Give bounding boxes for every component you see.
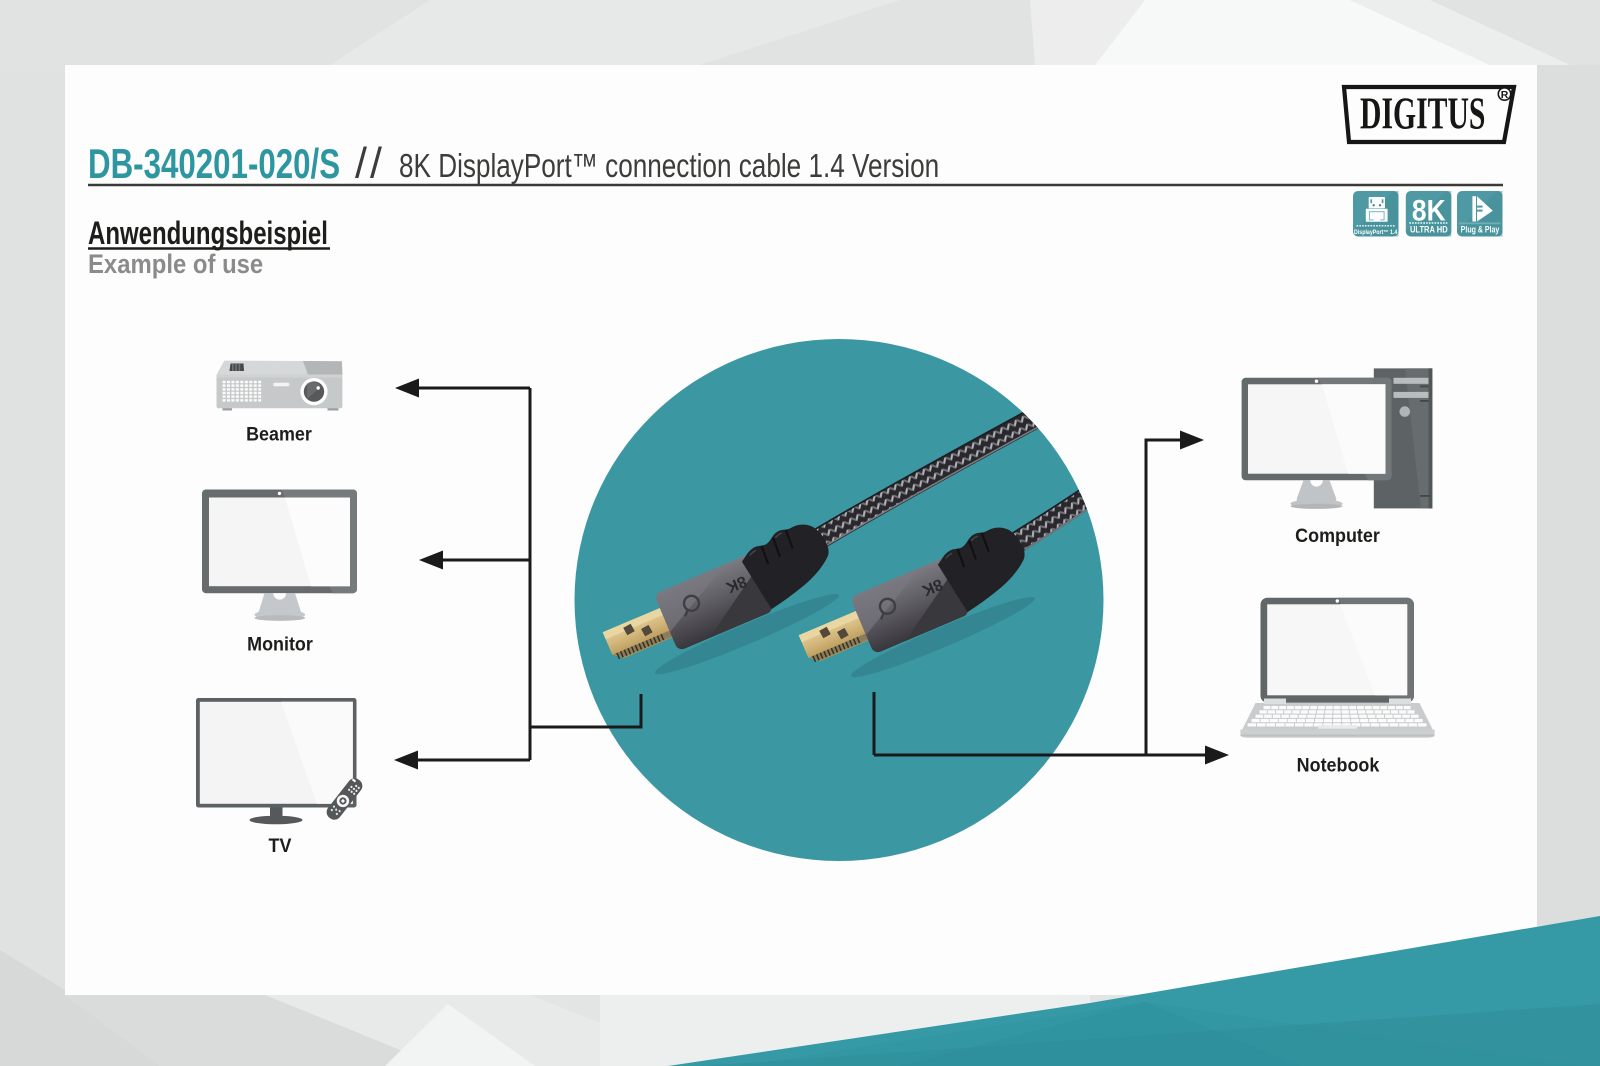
svg-text:8K DisplayPort™ connection cab: 8K DisplayPort™ connection cable 1.4 Ver…	[399, 148, 939, 185]
svg-text:DisplayPort™ 1.4: DisplayPort™ 1.4	[1354, 230, 1398, 236]
svg-text:8K: 8K	[1412, 193, 1446, 227]
svg-text:TV: TV	[269, 834, 292, 856]
svg-text:Plug & Play: Plug & Play	[1461, 225, 1500, 235]
svg-text:Monitor: Monitor	[247, 633, 313, 655]
svg-text:Example of use: Example of use	[88, 250, 263, 280]
svg-text:Anwendungsbeispiel: Anwendungsbeispiel	[88, 215, 328, 251]
svg-text:Computer: Computer	[1295, 524, 1380, 546]
svg-text:DIGITUS: DIGITUS	[1360, 90, 1485, 140]
svg-text:R: R	[1501, 89, 1509, 101]
svg-text:ULTRA HD: ULTRA HD	[1410, 224, 1448, 235]
svg-text:Notebook: Notebook	[1297, 754, 1380, 776]
svg-text:DB-340201-020/S: DB-340201-020/S	[88, 139, 340, 187]
svg-text://: //	[355, 140, 385, 188]
svg-text:Beamer: Beamer	[246, 423, 312, 445]
